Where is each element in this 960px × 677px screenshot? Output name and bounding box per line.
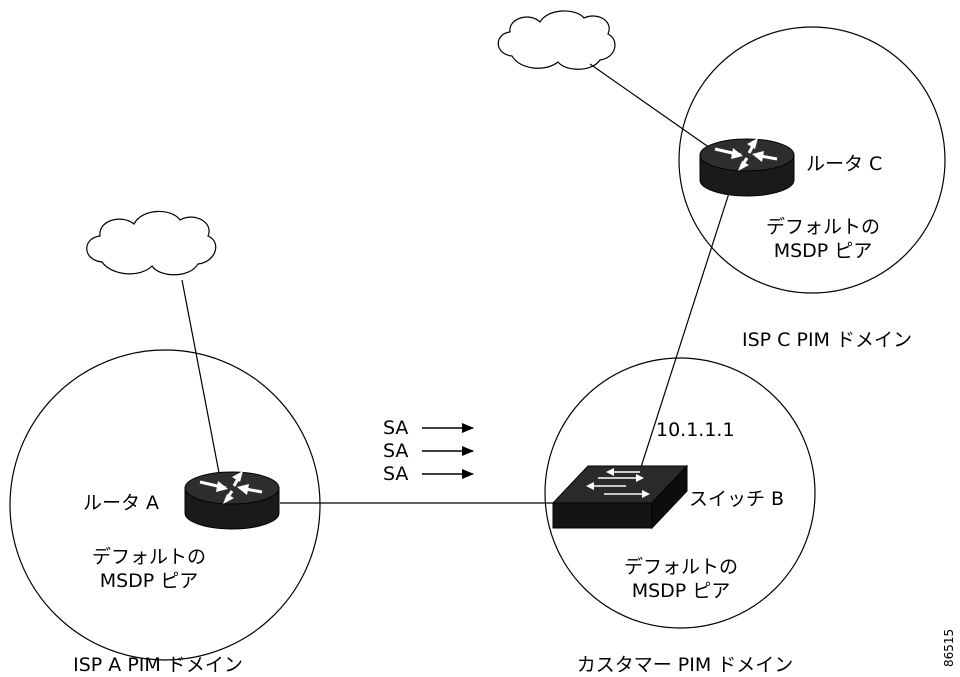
sa-label-3: SA xyxy=(383,463,408,485)
link-cloud-to-router-c xyxy=(589,63,731,163)
router-c-icon[interactable] xyxy=(699,138,795,197)
customer-domain-label: カスタマー PIM ドメイン xyxy=(577,654,794,676)
isp-c-domain-label: ISP C PIM ドメイン xyxy=(742,329,912,351)
customer-domain-circle xyxy=(544,357,816,629)
isp-a-domain-circle xyxy=(9,349,321,661)
sa-message-3: SA xyxy=(383,463,474,485)
router-a-label: ルータ A xyxy=(83,492,159,514)
cloud-icon-isp-c xyxy=(497,10,616,70)
isp-a-peer-line2: MSDP ピア xyxy=(100,570,199,592)
ip-address-label: 10.1.1.1 xyxy=(656,419,735,441)
isp-c-peer-line2: MSDP ピア xyxy=(774,240,873,262)
switch-b-label: スイッチ B xyxy=(689,488,784,510)
cloud-icon-isp-a xyxy=(86,210,217,276)
switch-b-icon[interactable] xyxy=(551,464,689,530)
router-a-icon[interactable] xyxy=(184,471,280,530)
sa-label-1: SA xyxy=(383,417,408,439)
isp-c-domain-circle xyxy=(678,26,946,294)
isp-a-peer-line1: デフォルトの xyxy=(92,546,206,568)
link-router-c-to-switch-b xyxy=(632,189,731,493)
figure-id: 86515 xyxy=(942,629,956,667)
link-cloud-to-router-a xyxy=(181,279,221,479)
isp-a-domain-label: ISP A PIM ドメイン xyxy=(73,654,243,676)
sa-message-1: SA xyxy=(383,417,474,439)
sa-message-2: SA xyxy=(383,440,474,462)
customer-peer-line1: デフォルトの xyxy=(624,556,738,578)
sa-label-2: SA xyxy=(383,440,408,462)
isp-c-peer-line1: デフォルトの xyxy=(766,216,880,238)
customer-peer-line2: MSDP ピア xyxy=(632,580,731,602)
router-c-label: ルータ C xyxy=(806,153,882,175)
